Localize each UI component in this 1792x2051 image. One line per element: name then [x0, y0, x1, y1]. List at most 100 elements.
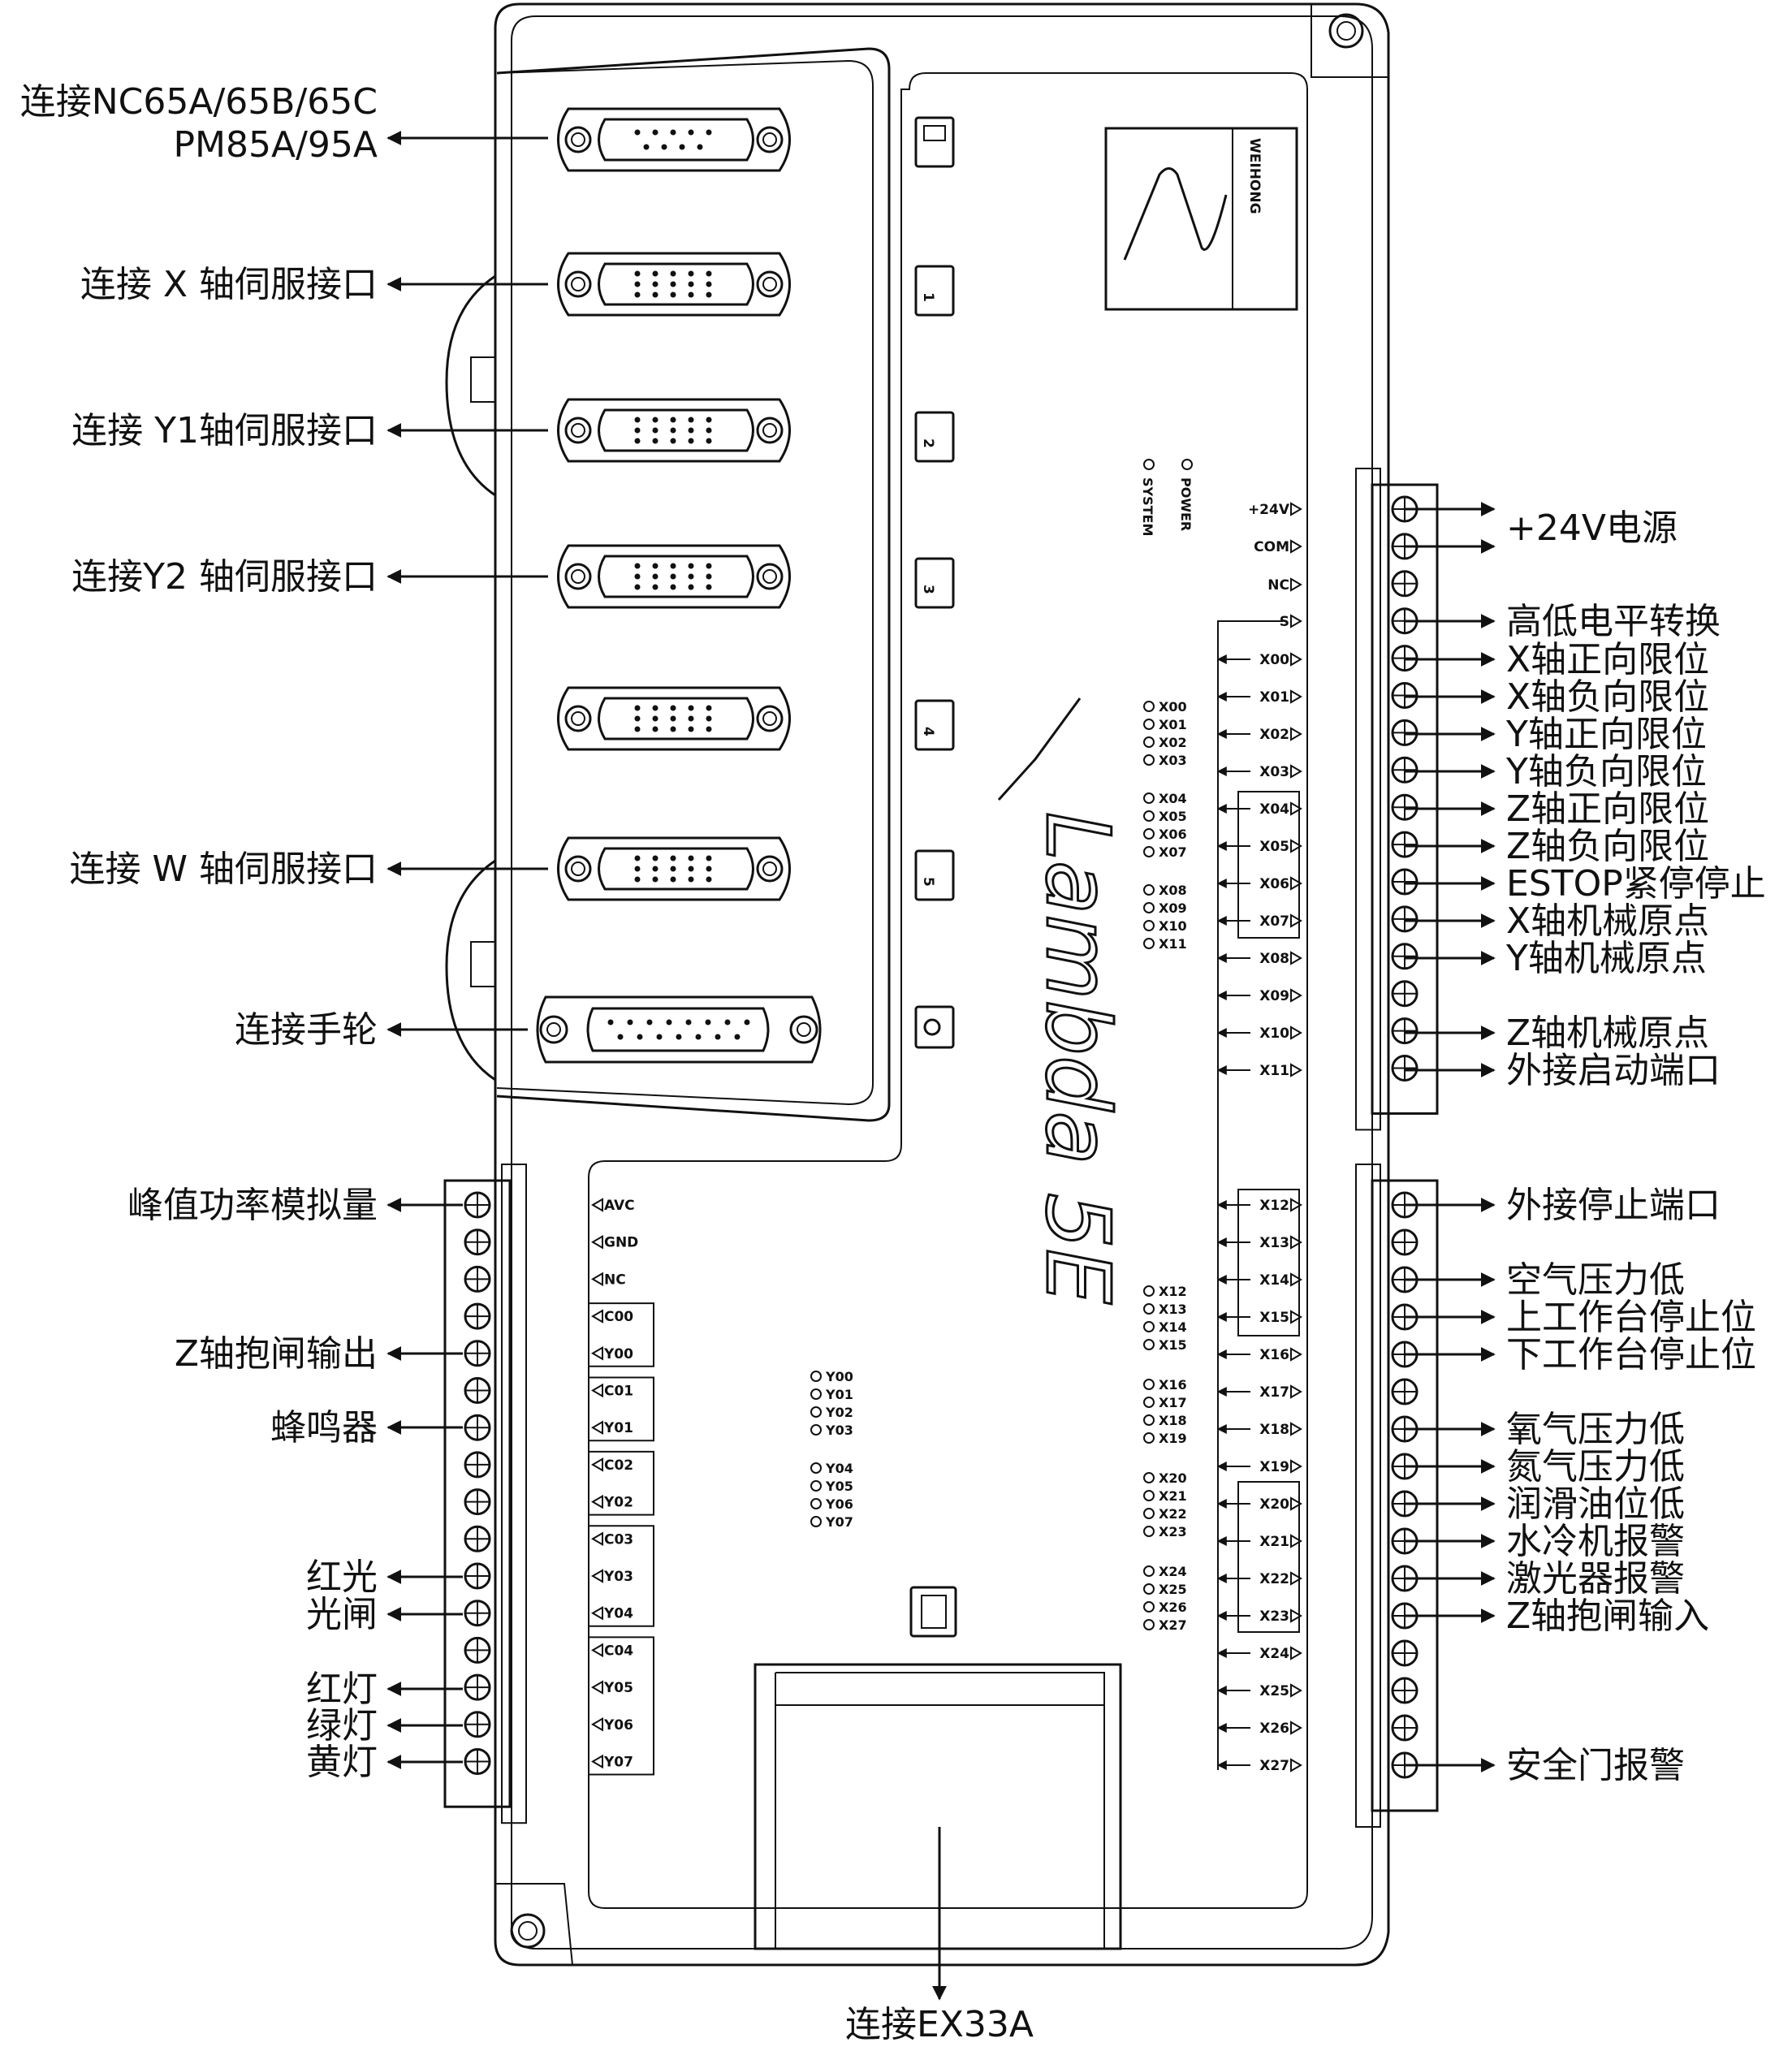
- right-label: 下工作台停止位: [1405, 1334, 1756, 1375]
- handwheel-connector[interactable]: [536, 995, 822, 1064]
- svg-text:Z轴抱闸输出: Z轴抱闸输出: [175, 1333, 378, 1375]
- right-label: 激光器报警: [1405, 1558, 1685, 1600]
- svg-text:黄灯: 黄灯: [306, 1742, 378, 1783]
- left-label-zbrake: Z轴抱闸输出: [175, 1333, 463, 1375]
- led-indicator: [1143, 1619, 1155, 1630]
- led-indicator: [1143, 828, 1155, 840]
- led-indicator: [1143, 810, 1155, 822]
- db15-connector[interactable]: [557, 836, 791, 901]
- right-label: ESTOP紧停停止: [1405, 863, 1766, 905]
- right-label: 润滑油位低: [1405, 1483, 1685, 1525]
- svg-text:Z轴正向限位: Z轴正向限位: [1506, 788, 1709, 830]
- svg-text:Y轴机械原点: Y轴机械原点: [1505, 938, 1707, 979]
- terminal-label: X03: [1259, 764, 1289, 780]
- svg-text:润滑油位低: 润滑油位低: [1506, 1483, 1685, 1525]
- led-indicator: [1143, 1508, 1155, 1519]
- svg-text:连接 W 轴伺服接口: 连接 W 轴伺服接口: [70, 848, 378, 890]
- led-label: X18: [1159, 1413, 1187, 1428]
- terminal-label: X09: [1259, 988, 1289, 1004]
- terminal-label: X15: [1259, 1310, 1289, 1326]
- led-indicator: [1143, 1321, 1155, 1332]
- db9-connector[interactable]: [557, 107, 791, 172]
- svg-text:Z轴抱闸输入: Z轴抱闸输入: [1506, 1595, 1709, 1637]
- svg-text:氧气压力低: 氧气压力低: [1506, 1409, 1685, 1450]
- terminal-label: X19: [1259, 1459, 1289, 1475]
- led-indicator: [1143, 1379, 1155, 1390]
- terminal-label: C01: [604, 1384, 633, 1400]
- right-label: X轴正向限位: [1405, 639, 1709, 680]
- svg-text:激光器报警: 激光器报警: [1506, 1558, 1685, 1600]
- terminal-label: C04: [604, 1643, 633, 1659]
- led-label: X05: [1159, 809, 1187, 824]
- svg-text:连接NC65A/65B/65C: 连接NC65A/65B/65C: [20, 81, 378, 123]
- led-label: Y06: [825, 1496, 853, 1512]
- svg-text:红灯: 红灯: [306, 1669, 378, 1710]
- db15-connector[interactable]: [557, 544, 791, 609]
- terminal-label: C03: [604, 1531, 633, 1548]
- led-indicator: [1143, 1583, 1155, 1595]
- terminal-label: X10: [1259, 1026, 1289, 1042]
- terminal-label: X25: [1259, 1683, 1289, 1699]
- terminal-label: X12: [1259, 1198, 1289, 1214]
- led-label: X25: [1159, 1582, 1187, 1597]
- ex33a-port: 连接EX33A: [754, 1663, 1122, 2045]
- svg-text:POWER: POWER: [1178, 477, 1194, 531]
- right-label: X轴机械原点: [1405, 900, 1709, 942]
- db15-connector[interactable]: [557, 686, 791, 751]
- led-indicator: [1143, 938, 1155, 949]
- led-indicator: [1143, 1339, 1155, 1350]
- svg-text:X轴正向限位: X轴正向限位: [1506, 639, 1709, 680]
- left-label-gate: 光闸: [306, 1594, 463, 1635]
- terminal-label: X07: [1259, 913, 1289, 930]
- left-label-y2: 连接Y2 轴伺服接口: [71, 556, 548, 598]
- terminal-label: NC: [1267, 577, 1289, 594]
- terminal-label: X02: [1259, 727, 1289, 743]
- right-label: X轴负向限位: [1405, 676, 1709, 718]
- led-label: X19: [1159, 1431, 1187, 1446]
- right-label: 氮气压力低: [1405, 1446, 1685, 1488]
- terminal-label: X21: [1259, 1534, 1289, 1550]
- led-indicator: [1143, 1432, 1155, 1444]
- led-indicator: [1143, 1526, 1155, 1537]
- svg-text:Y轴正向限位: Y轴正向限位: [1505, 714, 1707, 755]
- svg-text:Z轴负向限位: Z轴负向限位: [1506, 826, 1709, 867]
- svg-text:2: 2: [920, 438, 936, 448]
- port-number-icon: 5: [914, 849, 955, 901]
- led-indicator: [1143, 792, 1155, 804]
- led-indicator: [1143, 1303, 1155, 1315]
- led-label: Y01: [825, 1387, 853, 1402]
- svg-text:蜂鸣器: 蜂鸣器: [270, 1407, 378, 1449]
- db15-connector[interactable]: [557, 252, 791, 317]
- terminal-label: Y05: [603, 1680, 633, 1696]
- led-label: X22: [1159, 1506, 1187, 1522]
- right-label: Z轴抱闸输入: [1405, 1595, 1709, 1637]
- led-indicator: [1143, 1285, 1155, 1297]
- svg-text:空气压力低: 空气压力低: [1506, 1259, 1685, 1301]
- led-indicator: [810, 1480, 822, 1492]
- svg-text:氮气压力低: 氮气压力低: [1506, 1446, 1685, 1488]
- svg-text:PM85A/95A: PM85A/95A: [174, 124, 378, 166]
- led-indicator: [810, 1371, 822, 1382]
- right-label: 水冷机报警: [1405, 1521, 1685, 1562]
- svg-text:3: 3: [920, 585, 936, 594]
- led-label: Y03: [825, 1423, 853, 1438]
- led-label: Y00: [825, 1369, 853, 1384]
- svg-text:高低电平转换: 高低电平转换: [1506, 601, 1721, 642]
- svg-text:下工作台停止位: 下工作台停止位: [1506, 1334, 1756, 1375]
- led-label: X17: [1159, 1395, 1187, 1410]
- led-label: X12: [1159, 1284, 1187, 1299]
- svg-text:连接 Y1轴伺服接口: 连接 Y1轴伺服接口: [71, 410, 378, 451]
- led-indicator: [810, 1516, 822, 1527]
- terminal-label: Y01: [603, 1420, 633, 1436]
- terminal-label: X05: [1259, 839, 1289, 855]
- db15-connector[interactable]: [557, 398, 791, 463]
- left-label-yellowlamp: 黄灯: [306, 1742, 463, 1783]
- right-label: Z轴正向限位: [1405, 788, 1709, 830]
- led-label: Y05: [825, 1479, 853, 1494]
- terminal-label: X27: [1259, 1758, 1289, 1774]
- led-indicator: [1143, 902, 1155, 913]
- svg-text:Z轴机械原点: Z轴机械原点: [1506, 1013, 1709, 1054]
- terminal-label: X26: [1259, 1721, 1289, 1737]
- terminal-label: GND: [604, 1235, 638, 1251]
